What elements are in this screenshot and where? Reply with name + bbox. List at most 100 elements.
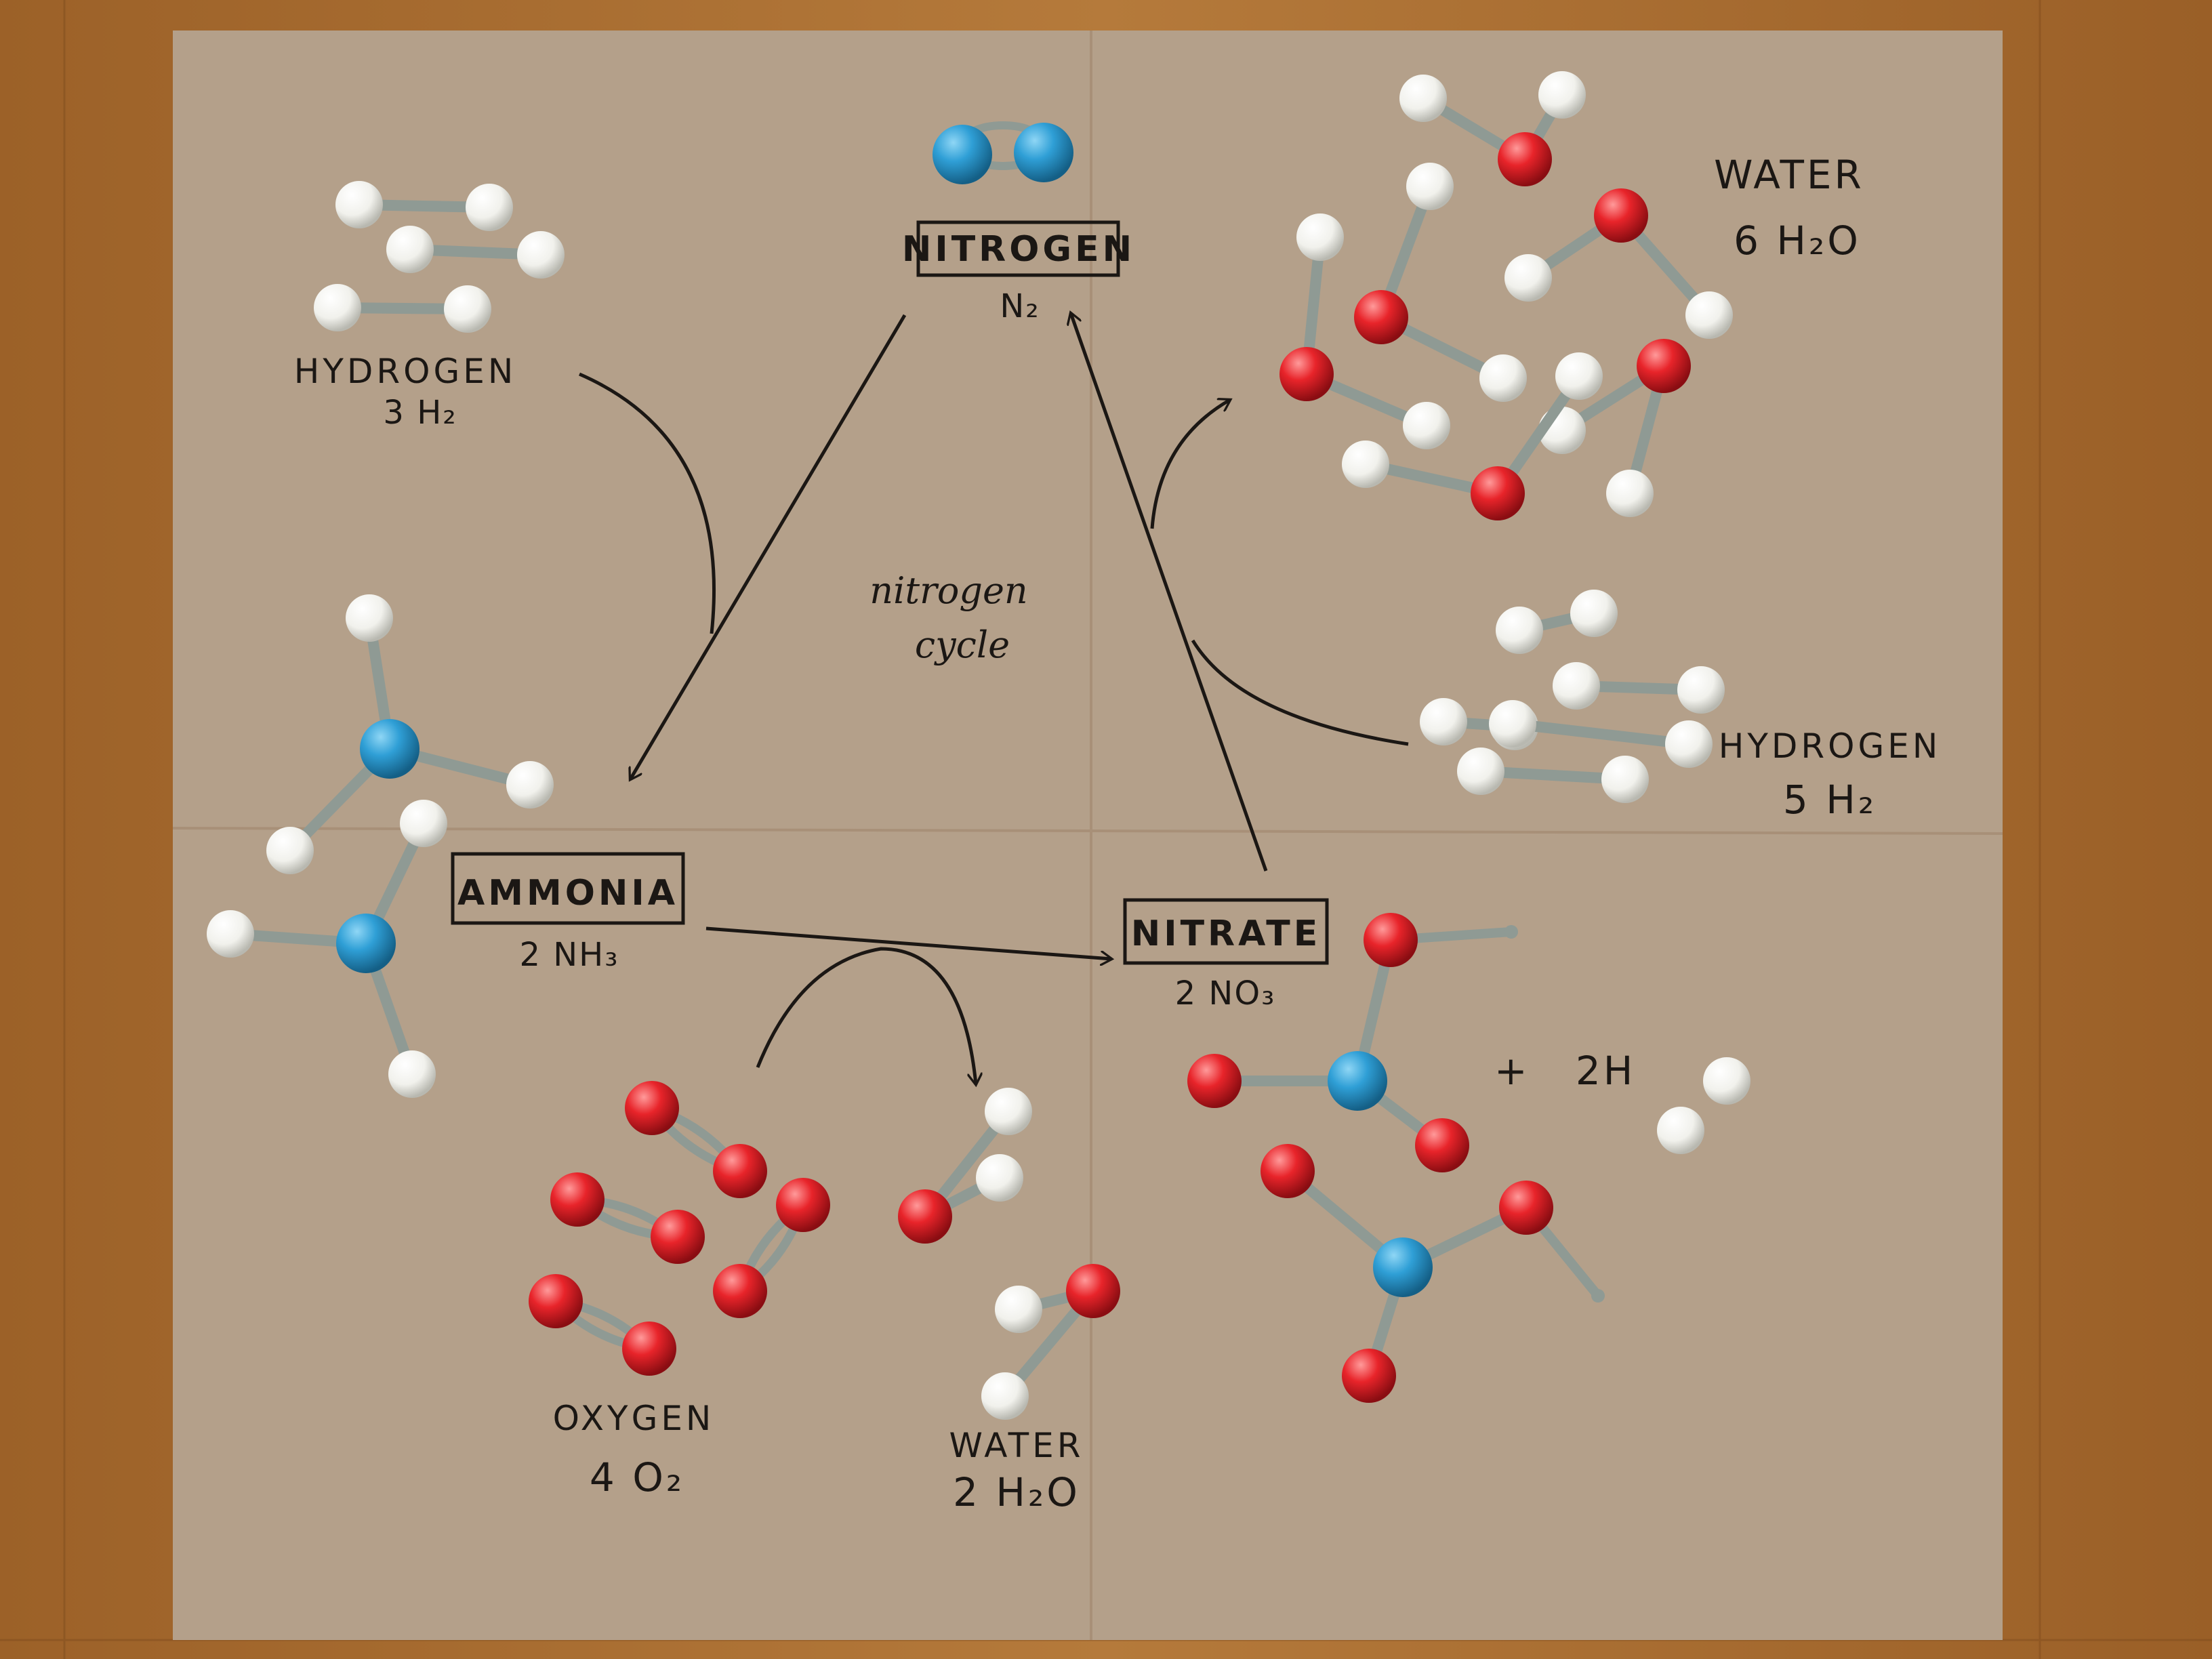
hydrogen-atom [1406, 163, 1454, 210]
bond [1507, 718, 1694, 750]
hydrogen-atom [1496, 607, 1543, 654]
ammonia-molecule [207, 800, 447, 1098]
bond-stub-end [1504, 925, 1518, 939]
nitrogen-atom [1328, 1051, 1387, 1111]
hydrogen-atom [466, 184, 513, 231]
hydrogen-atom [1606, 470, 1654, 517]
hydrogen-atom [1553, 662, 1600, 710]
hydrogen-atom [1538, 71, 1586, 119]
oxygen-atom [1471, 466, 1525, 520]
nitrogen-formula: N₂ [1000, 287, 1040, 325]
oxygen-atom [622, 1322, 676, 1376]
water-top-formula: 6 H₂O [1734, 218, 1861, 264]
nitrogen-box [916, 220, 1120, 277]
bond-stub-end [1591, 1289, 1605, 1303]
hydrogen-atom [1703, 1057, 1750, 1105]
nitrogen-to-ammonia-arrow [630, 314, 907, 779]
water-molecule [1342, 352, 1603, 520]
hydrogen-atom [1420, 698, 1467, 745]
water-molecule [1399, 71, 1586, 186]
hydrogen-molecule [1457, 747, 1649, 803]
hydrogen-right-label: HYDROGEN [1719, 726, 1941, 766]
hydrogen-atom [1342, 441, 1389, 488]
hydrogen-atom [266, 827, 314, 874]
hydrogen-molecule [1553, 662, 1725, 714]
water-molecule [981, 1264, 1120, 1420]
hydrogen-molecule [1496, 590, 1618, 654]
nitrogen-molecule [933, 121, 1073, 184]
oxygen-atom [625, 1081, 679, 1135]
hydrogen-atom [1479, 354, 1527, 402]
oxygen-atom [1342, 1349, 1396, 1403]
nitrogen-atom [336, 914, 396, 973]
oxygen-atom [1354, 290, 1408, 344]
hydrogen-atom [995, 1286, 1042, 1333]
hydrogen-molecule [314, 284, 491, 333]
molecular-models [207, 71, 1750, 1420]
hydrogen-atom [1555, 352, 1603, 400]
nitrogen-label: NITROGEN [902, 229, 1135, 270]
oxygen-atom [1498, 132, 1552, 186]
paper-sheets [172, 30, 2003, 1640]
ammonia-molecule [266, 594, 554, 874]
water-molecule [1538, 339, 1691, 517]
oxygen-atom [1499, 1181, 1553, 1235]
hydrogen-atom [444, 285, 491, 333]
hydrogen-atom [985, 1088, 1032, 1135]
ammonia-label: AMMONIA [457, 873, 678, 914]
hydrogen-atom [346, 594, 393, 642]
oxygen-atom [529, 1274, 583, 1328]
oxygen-atom [713, 1144, 767, 1198]
hydrogen-top-label: HYDROGEN [294, 352, 516, 391]
hydrogen-atom [207, 910, 254, 958]
oxygen-atom [550, 1172, 605, 1227]
hydrogen-atom [1489, 700, 1536, 747]
oxygen-atom [651, 1210, 705, 1264]
oxygen-atom [776, 1178, 830, 1232]
nitrate-label: NITRATE [1131, 914, 1322, 954]
water-bottom-label: WATER [949, 1426, 1084, 1465]
oxygen-molecule [713, 1178, 830, 1318]
oxygen-atom [1364, 913, 1418, 967]
oxygen-formula: 4 O₂ [590, 1454, 684, 1500]
hydrogen-atom [1296, 213, 1344, 261]
oxygen-atom [898, 1189, 952, 1244]
nitrate-to-nitrogen-arrow [1071, 313, 1268, 872]
water-top-label: WATER [1714, 152, 1864, 198]
hydrogen-merge-curve [579, 372, 716, 634]
oxygen-atom [1187, 1054, 1242, 1108]
nitrogen-atom [1014, 123, 1073, 182]
oxygen-atom [1415, 1118, 1469, 1172]
hydrogen-molecule [386, 226, 565, 279]
hydrogen-atom [314, 284, 361, 331]
ammonia-to-nitrate-arrow [705, 926, 1111, 959]
hydrogen-atom [1399, 75, 1447, 122]
nitrogen-atom [1373, 1237, 1433, 1297]
oxygen-to-water-arrow [756, 947, 976, 1084]
hydrogen-merge-curve-right [1191, 639, 1409, 746]
nitrate-formula: 2 NO₃ [1175, 975, 1276, 1012]
hydrogen-atom [400, 800, 447, 847]
water-bottom-formula: 2 H₂O [953, 1469, 1080, 1515]
oxygen-atom [1261, 1144, 1315, 1198]
water-release-arrow [1150, 400, 1230, 529]
oxygen-molecule [550, 1172, 705, 1264]
hydrogen-atom [981, 1372, 1029, 1420]
oxygen-molecule [625, 1081, 767, 1198]
oxygen-atom [713, 1264, 767, 1318]
ammonia-formula: 2 NH₃ [519, 936, 619, 974]
cycle-arrows [579, 313, 1409, 1084]
hydrogen-atom [1403, 402, 1450, 449]
water-molecule [1354, 163, 1527, 402]
nitrate-molecule [1187, 913, 1518, 1172]
nitrogen-atom [933, 125, 992, 184]
hydrogen-atom-pair [1657, 1057, 1750, 1154]
oxygen-molecule [529, 1274, 676, 1376]
plus-2h-label: + 2H [1494, 1048, 1635, 1094]
hydrogen-atom [388, 1050, 436, 1098]
hydrogen-molecule [335, 181, 513, 231]
hydrogen-atom [1601, 756, 1649, 803]
water-molecule [1504, 188, 1733, 339]
oxygen-label: OXYGEN [553, 1399, 715, 1438]
